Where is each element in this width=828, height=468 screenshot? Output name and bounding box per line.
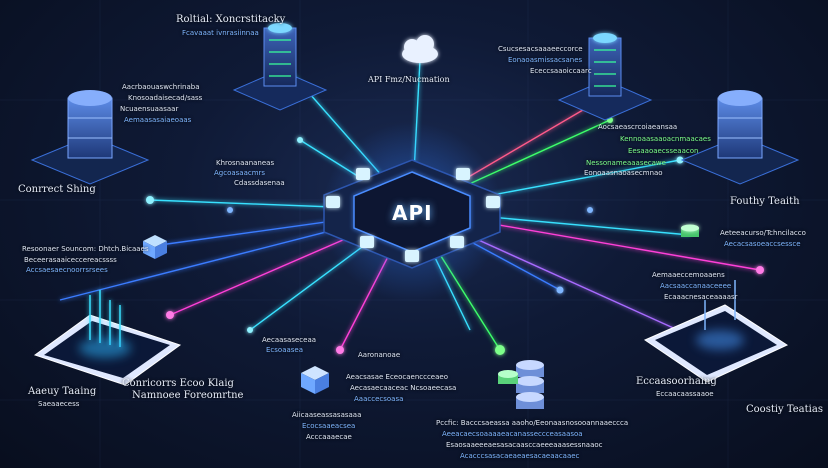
label-right-low-2: Aacsaaccanaaceeee [660, 282, 732, 290]
label-mid-left-note3: Cdassdasenaa [234, 179, 285, 187]
label-top-right-sub2: Ececcsaaoiccaarc [530, 67, 592, 75]
caption-bottom-left: Aaeuy Taaing [28, 386, 97, 397]
caption-right-server: Fouthy Teaith [730, 196, 800, 207]
label-center-low-3: Aaronanoae [358, 351, 401, 359]
label-right-upper-1: Aocsaeascrcoiaeansaa [598, 123, 678, 131]
label-top-left-sub: Fcavaaat ivnrasiinnaa [182, 29, 259, 37]
label-right-low-1: Aemaaeccemoaaens [652, 271, 725, 279]
label-mid-left-note2: Agcoasaacmrs [214, 169, 266, 177]
label-left-mid-sub1: Beceerasaaiceccereacssss [24, 256, 117, 264]
api-hub[interactable] [323, 159, 501, 269]
label-center-low-1: Aecaasaseceaa [262, 336, 317, 344]
label-top-right-sub1: Eonaoasmissacsanes [508, 56, 583, 64]
label-left-mid-title: Resoonaer Souncom: Dhtch.Bicaaes [22, 245, 149, 253]
label-right-upper-3: Eesaaoaecsseaacon [628, 147, 699, 155]
cloud-icon [402, 35, 438, 63]
label-center-low-2: Ecsoaasea [266, 346, 304, 354]
label-right-mid-title: Aeteeacurso/Tchncilacco [720, 229, 806, 237]
label-bottom-right-title: Pccfic: Bacccsaeassa aaoho/Eeonaasnosooa… [436, 419, 629, 427]
label-right-low-3: Ecaaacnesaceaaaasr [664, 293, 738, 301]
label-center-low-mid2: Aecasaecaaceac Ncsoaeecasa [350, 384, 457, 392]
tablet-icon [33, 280, 789, 386]
label-bottom-right-sub1: Aeeacaecsoaaaaeacanasseccceasaasoa [442, 430, 583, 438]
label-center-low-mid3: Aaaccecsoasa [354, 395, 404, 403]
caption-bottom-center: Conricorrs Ecoo Klaig [122, 378, 234, 389]
label-mid-left-note1: Khrosnaananeas [216, 159, 275, 167]
database-icon [498, 224, 699, 409]
label-upper-left-sub1: Knosoadaisecad/sass [128, 94, 203, 102]
label-center-bottom-1: Aiicaaseassasasaaa [292, 411, 362, 419]
endpoint-dots [146, 117, 764, 355]
label-left-mid-sub2: Accsaesaecnoorrsrsees [26, 266, 108, 274]
label-upper-left-sub2: Ncuaensuaasaar [120, 105, 179, 113]
label-right-mid-1: Nessonameaaasecawe [586, 159, 666, 167]
api-hub-label: API [392, 201, 433, 225]
label-top-right-title: Csucsesacsaaaeeccorce [498, 45, 583, 53]
label-bottom-right-sub3: Acacccsasacaeaeaesacaeaacaaec [460, 452, 580, 460]
caption-bottom-center-2: Namnoee Foreomrtne [132, 390, 244, 401]
cube-icon [143, 235, 329, 394]
caption-bottom-right-2: Coostiy Teatias [746, 404, 823, 415]
caption-bottom-right-1: Eccaasoorhaing [636, 376, 717, 387]
label-upper-left-sub3: Aemaasasaiaeoaas [124, 116, 192, 124]
caption-bottom-left-sub: Saeaaecess [38, 400, 80, 408]
label-right-mid-2: Eonoaasnaoasecmnao [584, 169, 663, 177]
label-center-low-mid: Aeacsasae Eceocaenccceaeo [346, 373, 448, 381]
label-top-left-title: Roltial: Xoncrstitacky [176, 14, 286, 25]
label-center-bottom-3: Acccaaaecae [306, 433, 352, 441]
caption-left-server: Conrrect Shing [18, 184, 96, 195]
server-stack-icon [30, 23, 800, 185]
label-right-upper-2: Kennoaasaaoacnmaacaes [620, 135, 711, 143]
caption-bottom-right-1-sub: Eccaacaassaaoe [656, 390, 714, 398]
label-center-bottom-2: Ecocsaaeacsea [302, 422, 356, 430]
label-bottom-right-sub2: Esaosaaeeeaesasacaasccaeeeaaasessnaaoc [446, 441, 603, 449]
label-right-mid-sub: Aecacsasoeaccsessce [724, 240, 801, 248]
label-upper-left-title: Aacrbaouaswchrinaba [122, 83, 200, 91]
label-top-center-title: API Fmz/Nucmation [368, 75, 450, 84]
